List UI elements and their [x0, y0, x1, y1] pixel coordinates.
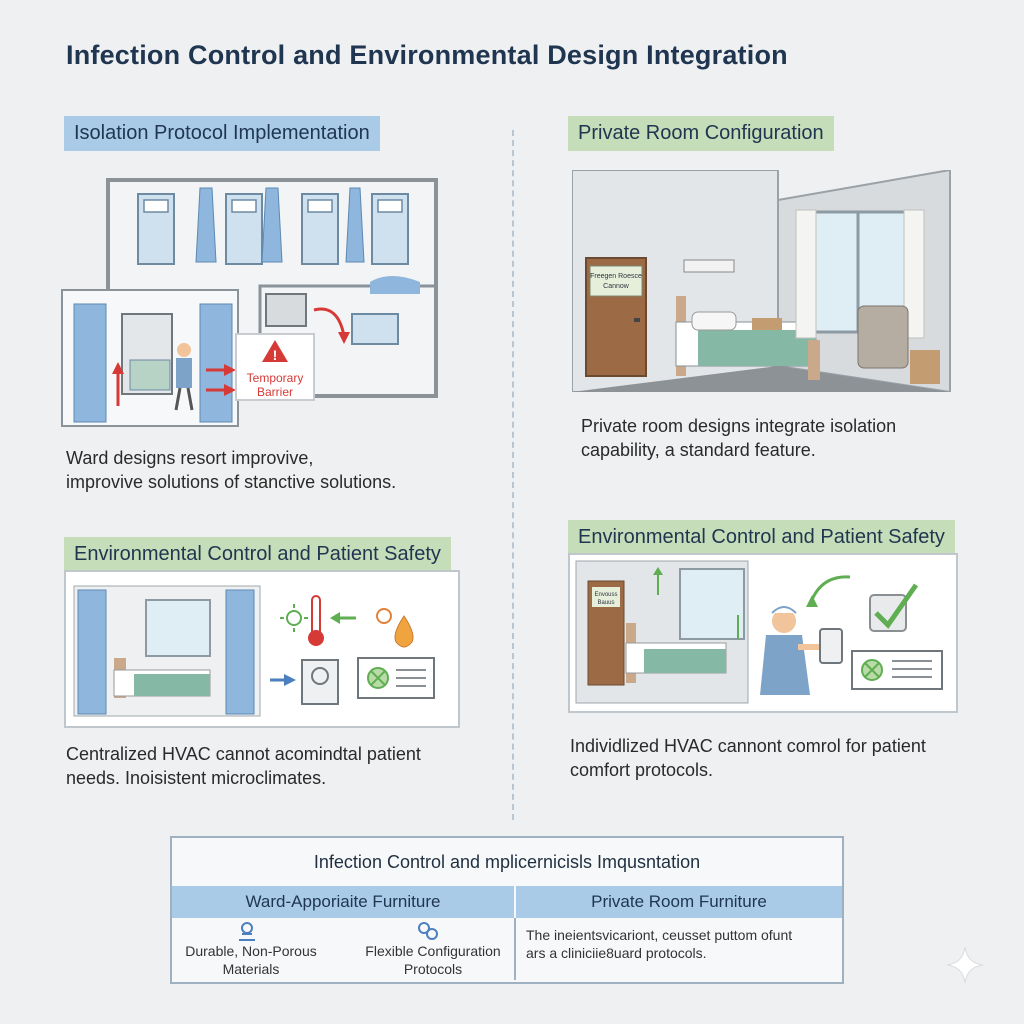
isolation-ward-illustration: ! Temporary Barrier [61, 178, 438, 427]
hvac-unit-icon [357, 657, 435, 699]
thermometer-icon [308, 595, 324, 646]
env-right-header: Environmental Control and Patient Safety [568, 520, 955, 555]
door-sign-right-2: Bauus [597, 600, 614, 606]
col2-header: Private Room Furniture [516, 886, 842, 918]
isolation-header: Isolation Protocol Implementation [64, 116, 380, 151]
env-right-illustration: Envouss Bauus [575, 560, 943, 704]
warning-icon [262, 340, 288, 362]
svg-text:!: ! [273, 347, 278, 363]
env-left-caption: Centralized HVAC cannot acomindtal patie… [66, 744, 421, 788]
gear-icon [418, 922, 438, 940]
private-room-header: Private Room Configuration [568, 116, 834, 151]
col1-header: Ward-Apporiaite Furniture [172, 886, 514, 918]
drop-icon [394, 615, 414, 648]
col2-text: The ineientsvicariont, ceusset puttom of… [526, 927, 793, 961]
barrier-label-2: Barrier [257, 385, 293, 399]
furniture-icon [239, 922, 255, 941]
sun-icon [280, 604, 308, 632]
item1-text: Durable, Non-Porous Materials [185, 943, 317, 977]
env-left-illustration [73, 585, 435, 717]
table-divider [514, 918, 516, 980]
center-divider [512, 130, 514, 820]
door-sign-1: Freegen Roesce [590, 273, 642, 280]
table-title: Infection Control and mplicernicisls Imq… [313, 852, 701, 872]
env-left-frame [64, 570, 460, 728]
env-left-header: Environmental Control and Patient Safety [64, 537, 451, 572]
door-sign-2: Cannow [603, 283, 630, 290]
sparkle-icon [946, 946, 984, 984]
private-room-caption: Private room designs integrate isolation… [581, 416, 897, 460]
page-title: Infection Control and Environmental Desi… [66, 40, 788, 70]
private-room-illustration: Freegen Roesce Cannow [572, 170, 951, 392]
furniture-table: Infection Control and mplicernicisls Imq… [170, 836, 844, 984]
env-right-frame: Envouss Bauus [568, 553, 958, 713]
checkmark-icon [869, 583, 919, 632]
barrier-label-1: Temporary [247, 371, 304, 385]
isolation-caption: Ward designs resort improvive, improvive… [66, 448, 397, 492]
door-sign-right-1: Envouss [594, 592, 617, 598]
env-right-caption: Individlized HVAC cannont comrol for pat… [570, 736, 926, 780]
item2-text: Flexible Configuration Protocols [365, 943, 501, 977]
